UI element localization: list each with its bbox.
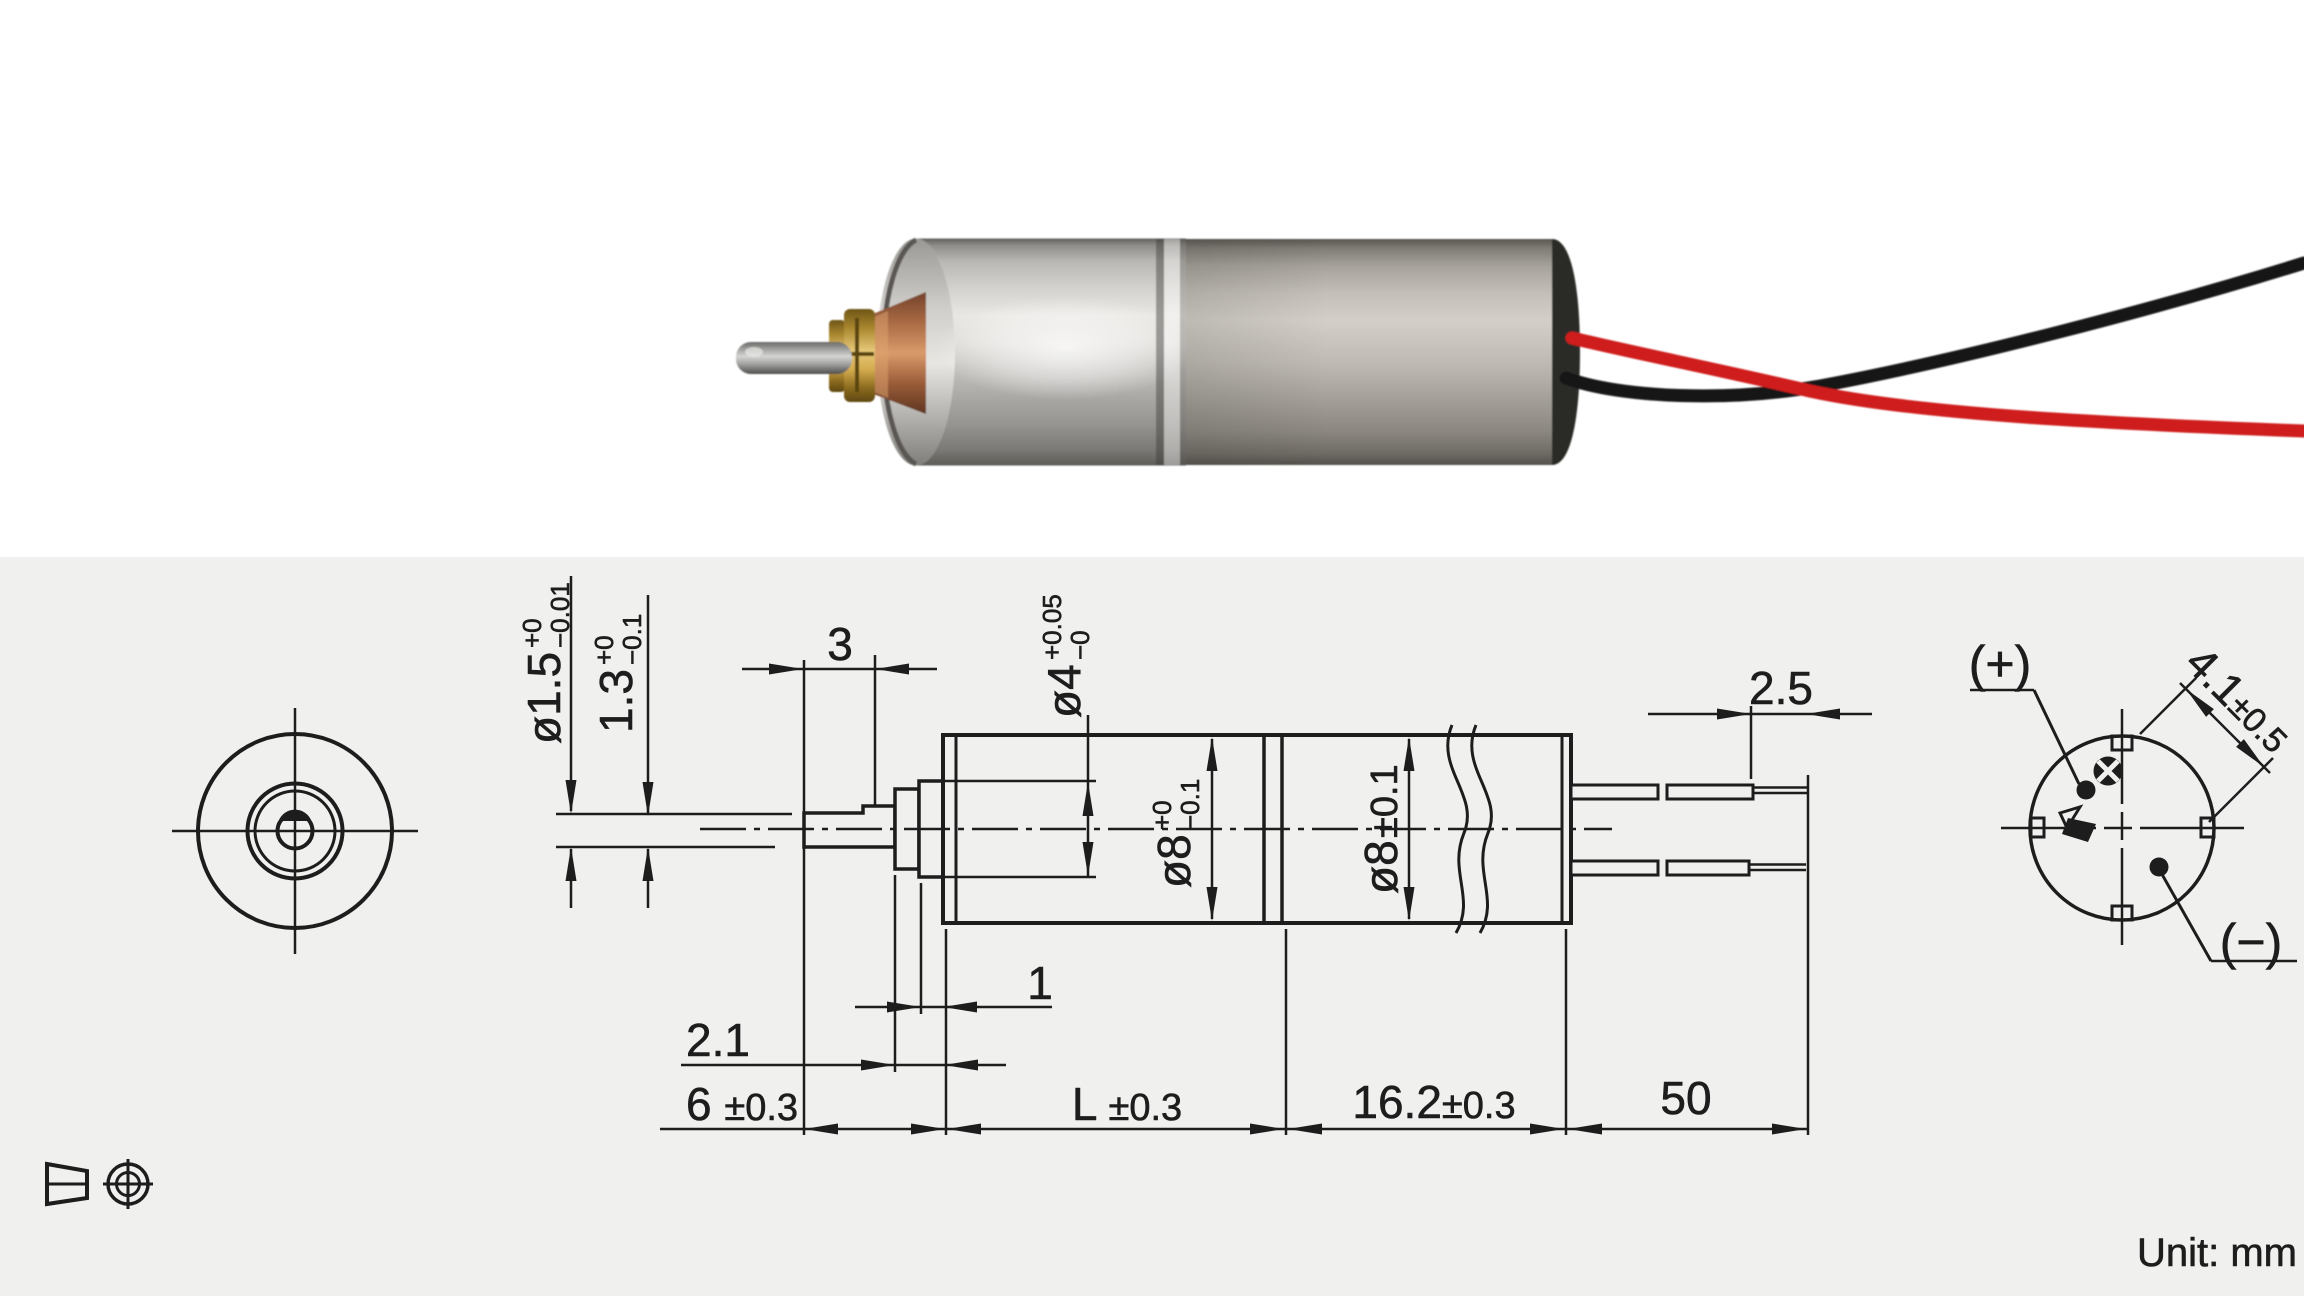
svg-text:1.3: 1.3: [590, 669, 642, 733]
svg-text:+0: +0: [517, 618, 547, 648]
svg-text:−0.1: −0.1: [1175, 779, 1205, 830]
svg-text:1: 1: [1027, 957, 1053, 1009]
svg-text:ø8: ø8: [1355, 840, 1407, 894]
svg-text:3: 3: [827, 618, 853, 670]
svg-text:±0.1: ±0.1: [1364, 764, 1406, 838]
svg-text:2.1: 2.1: [686, 1014, 750, 1066]
svg-text:16.2±0.3: 16.2±0.3: [1352, 1076, 1515, 1128]
svg-text:(+): (+): [1969, 636, 2032, 692]
svg-text:+0.05: +0.05: [1037, 594, 1067, 660]
svg-text:Unit: mm: Unit: mm: [2137, 1231, 2297, 1275]
svg-text:ø4: ø4: [1038, 664, 1090, 718]
svg-text:L ±0.3: L ±0.3: [1072, 1078, 1182, 1130]
svg-text:−0.01: −0.01: [545, 582, 575, 648]
svg-text:ø1.5: ø1.5: [518, 652, 570, 744]
svg-text:−0: −0: [1065, 630, 1095, 660]
svg-text:+0: +0: [589, 635, 619, 665]
svg-text:50: 50: [1660, 1072, 1711, 1124]
svg-text:−0.1: −0.1: [617, 614, 647, 665]
svg-text:ø8: ø8: [1148, 834, 1200, 888]
svg-text:+0: +0: [1147, 800, 1177, 830]
svg-text:2.5: 2.5: [1749, 662, 1813, 714]
svg-text:(−): (−): [2220, 914, 2283, 970]
svg-text:6 ±0.3: 6 ±0.3: [686, 1078, 798, 1130]
